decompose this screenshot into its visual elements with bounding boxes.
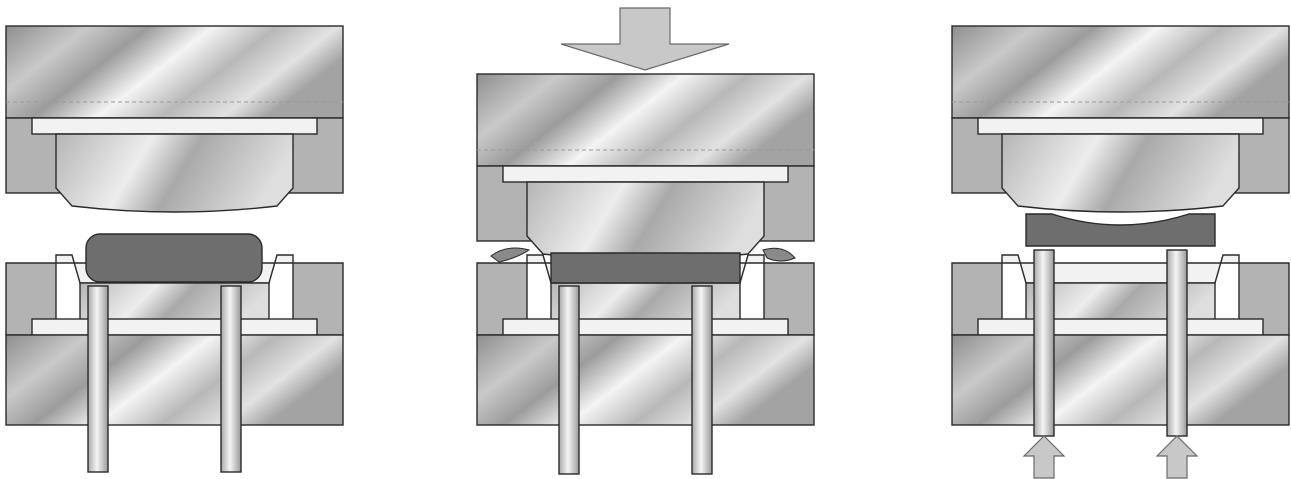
upper-retainer bbox=[31, 117, 318, 135]
upper-platen bbox=[5, 25, 344, 119]
molded-part bbox=[550, 252, 741, 284]
ejector-pin-1 bbox=[1033, 249, 1055, 437]
force-plug bbox=[55, 133, 294, 213]
lower-retainer bbox=[977, 318, 1264, 336]
ejector-pin-1 bbox=[87, 285, 109, 473]
ejector-pin-2 bbox=[220, 285, 242, 473]
ejector-pin-1 bbox=[558, 285, 580, 475]
ejector-pin-2 bbox=[1166, 249, 1188, 437]
ejection-arrow-1 bbox=[1022, 435, 1066, 479]
panel-ejection bbox=[951, 25, 1290, 479]
ejector-pin-2 bbox=[691, 285, 713, 475]
charge-billet bbox=[85, 233, 263, 283]
lower-platen bbox=[5, 334, 344, 426]
force-plug bbox=[526, 181, 765, 261]
flash-left bbox=[490, 247, 531, 263]
press-force-arrow bbox=[560, 7, 730, 71]
upper-retainer bbox=[502, 165, 789, 183]
lower-platen bbox=[951, 334, 1290, 426]
upper-platen bbox=[951, 25, 1290, 119]
upper-platen bbox=[476, 73, 815, 167]
panel-open-mold bbox=[5, 25, 344, 473]
ejection-arrow-2 bbox=[1155, 435, 1199, 479]
force-plug bbox=[1001, 133, 1240, 213]
ejected-part bbox=[1025, 213, 1216, 247]
lower-platen bbox=[476, 334, 815, 426]
lower-retainer bbox=[31, 318, 318, 336]
lower-retainer bbox=[502, 318, 789, 336]
panel-pressing bbox=[476, 7, 815, 475]
upper-retainer bbox=[977, 117, 1264, 135]
flash-right bbox=[762, 247, 796, 262]
